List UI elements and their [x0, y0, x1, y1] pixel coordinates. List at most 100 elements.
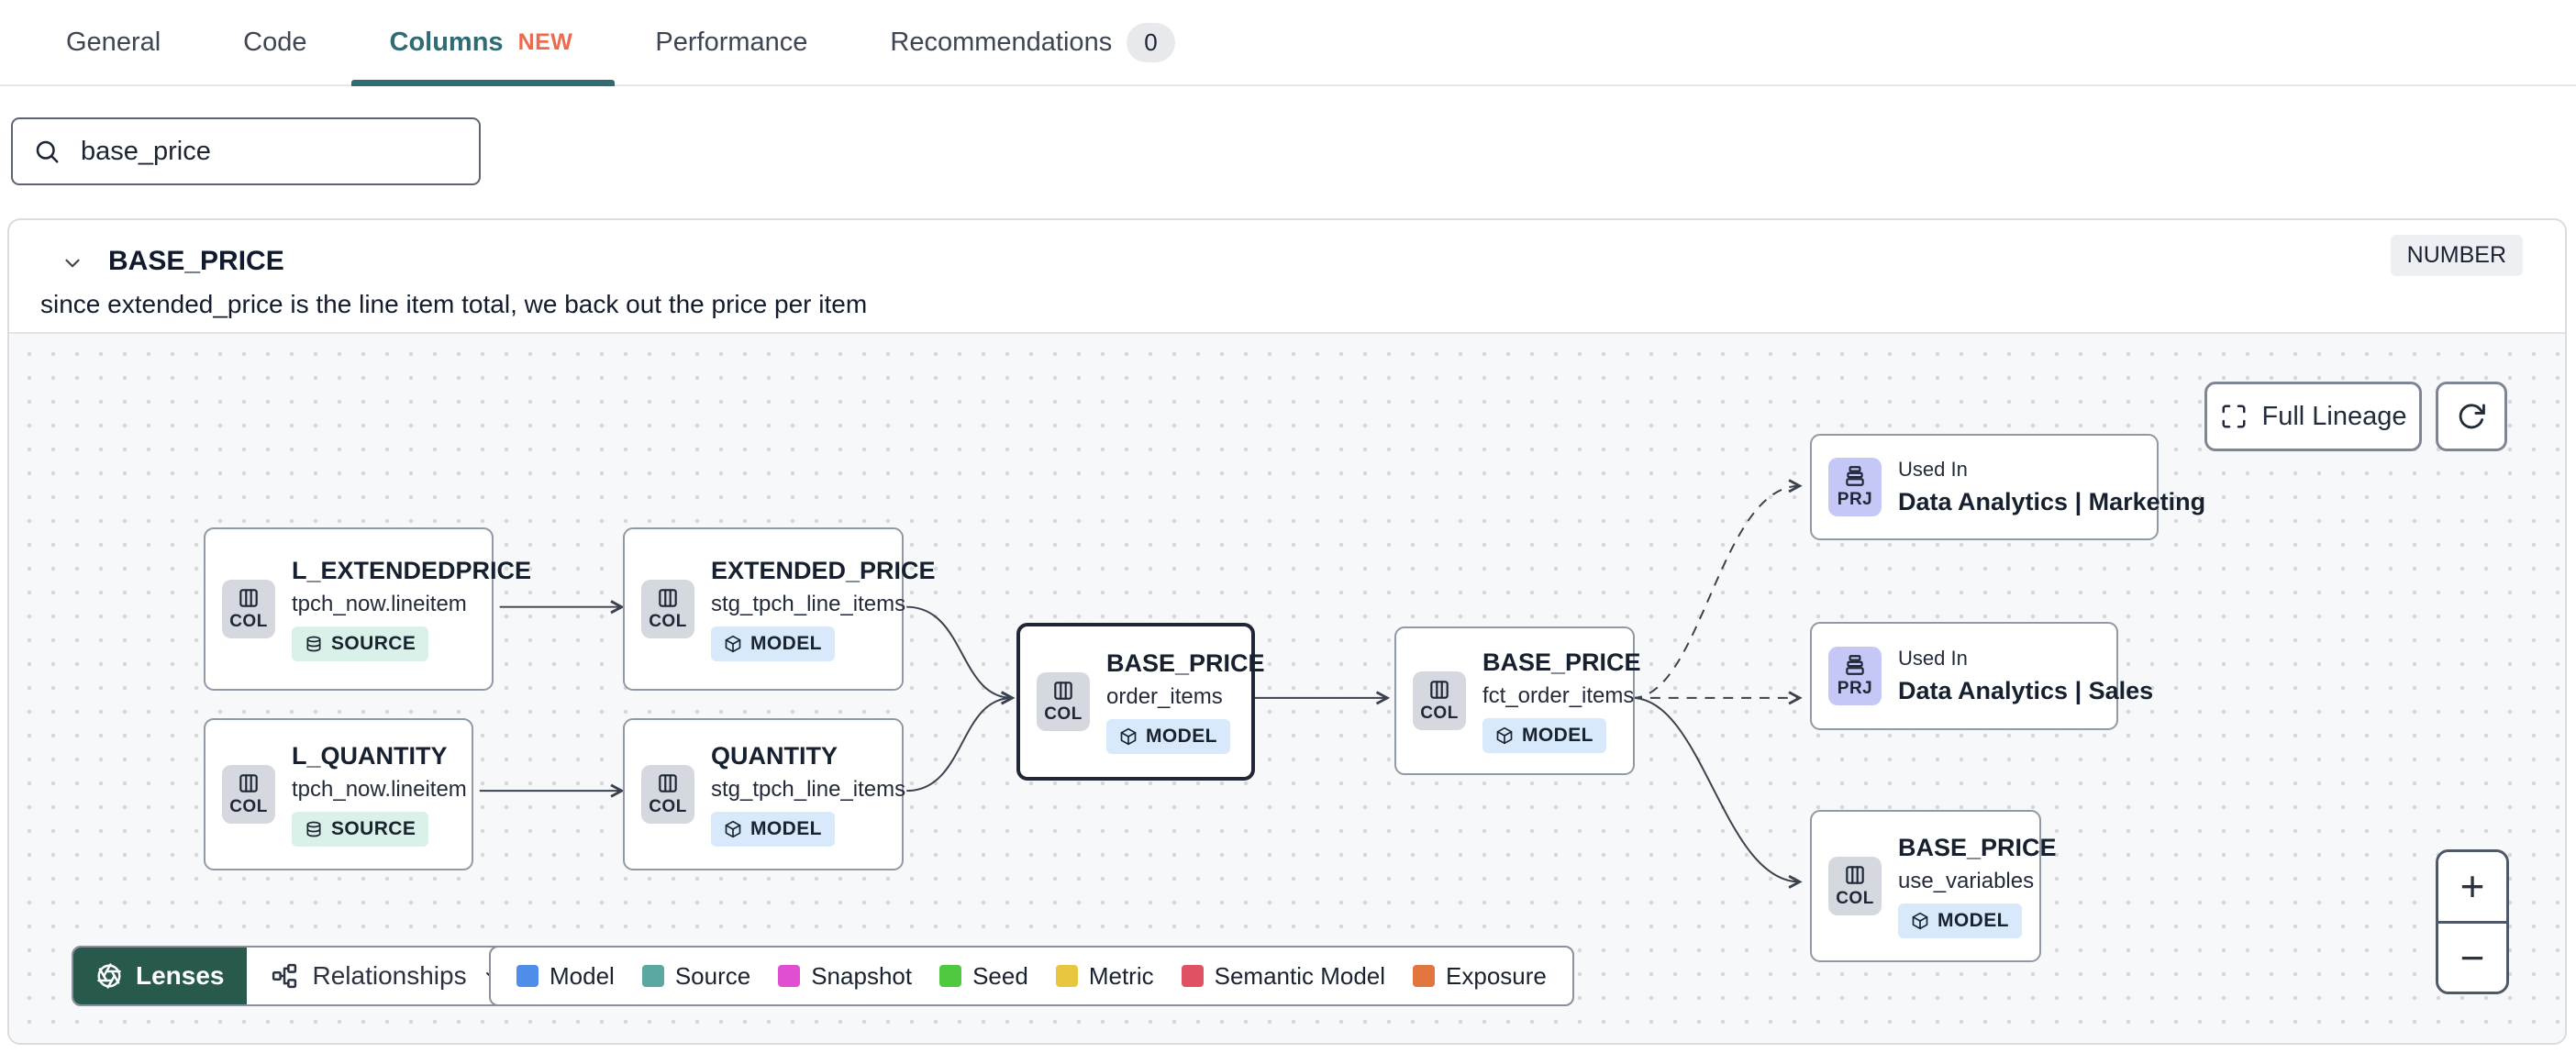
legend-label: Metric — [1088, 961, 1154, 990]
full-lineage-button[interactable]: Full Lineage — [2204, 382, 2422, 451]
node-subtitle: order_items — [1106, 684, 1223, 709]
column-chip: COL — [641, 765, 694, 824]
legend-label: Model — [550, 961, 615, 990]
legend-item-seed: Seed — [939, 962, 1028, 991]
legend-swatch — [1055, 965, 1078, 987]
count-badge: 0 — [1127, 22, 1175, 62]
node-subtitle: fct_order_items — [1482, 683, 1635, 708]
chevron-down-icon[interactable] — [61, 251, 84, 275]
legend-label: Source — [674, 961, 751, 990]
chip-label: PRJ — [1837, 490, 1873, 509]
lineage-node-used-in-marketing[interactable]: PRJ Used In Data Analytics | Marketing — [1810, 434, 2205, 540]
model-badge: MODEL — [1482, 718, 1606, 753]
source-badge: SOURCE — [292, 626, 429, 661]
badge-label: MODEL — [1938, 910, 2009, 931]
zoom-control: + − — [2436, 849, 2509, 994]
database-icon — [306, 636, 321, 652]
zoom-in-button[interactable]: + — [2438, 852, 2506, 921]
legend-swatch — [1413, 965, 1436, 987]
search-input[interactable] — [79, 135, 459, 168]
lineage-node-base-price-fct-order-items[interactable]: COL BASE_PRICE fct_order_items MODEL — [1394, 626, 1641, 775]
badge-label: MODEL — [750, 818, 822, 839]
tab-columns[interactable]: Columns NEW — [350, 0, 616, 86]
legend-item-semantic-model: Semantic Model — [1181, 962, 1385, 991]
relationships-label: Relationships — [312, 961, 467, 990]
columns-icon — [1054, 682, 1072, 700]
project-chip: PRJ — [1828, 647, 1882, 705]
chip-label: COL — [649, 612, 687, 631]
model-badge: MODEL — [711, 812, 835, 847]
lineage-node-base-price-use-variables[interactable]: COL BASE_PRICE use_variables MODEL — [1810, 810, 2057, 962]
tab-label: Performance — [655, 27, 808, 57]
column-search[interactable] — [11, 117, 481, 185]
legend-swatch — [516, 965, 539, 987]
column-panel: BASE_PRICE NUMBER since extended_price i… — [7, 218, 2567, 1045]
cube-icon — [1120, 727, 1137, 746]
node-title: L_EXTENDEDPRICE — [292, 557, 532, 584]
cube-icon — [1496, 726, 1513, 745]
columns-icon — [1846, 866, 1864, 884]
node-subtitle: use_variables — [1898, 869, 2035, 893]
edge — [1632, 696, 1803, 889]
project-stack-icon — [1846, 466, 1864, 486]
column-chip: COL — [1413, 671, 1466, 730]
used-in-label: Used In — [1898, 647, 1968, 670]
lineage-node-l-quantity[interactable]: COL L_QUANTITY tpch_now.lineitem SOURCE — [204, 718, 473, 870]
used-in-label: Used In — [1898, 458, 1968, 481]
chip-label: COL — [1044, 704, 1083, 724]
column-panel-header: BASE_PRICE NUMBER since extended_price i… — [9, 220, 2565, 332]
chip-label: PRJ — [1837, 679, 1873, 698]
tab-performance[interactable]: Performance — [655, 0, 807, 84]
lineage-node-extended-price[interactable]: COL EXTENDED_PRICE stg_tpch_line_items M… — [623, 527, 936, 691]
badge-label: SOURCE — [331, 633, 416, 654]
lineage-node-l-extendedprice[interactable]: COL L_EXTENDEDPRICE tpch_now.lineitem SO… — [204, 527, 531, 691]
node-subtitle: stg_tpch_line_items — [711, 777, 906, 802]
lineage-legend: Model Source Snapshot Seed Metric Semant… — [489, 946, 1574, 1006]
project-chip: PRJ — [1828, 458, 1882, 516]
column-description: since extended_price is the line item to… — [40, 290, 868, 318]
expand-icon — [2222, 405, 2245, 428]
relationships-dropdown[interactable]: Relationships — [247, 948, 527, 1004]
node-title: EXTENDED_PRICE — [711, 557, 936, 584]
refresh-button[interactable] — [2436, 382, 2507, 451]
chip-label: COL — [229, 797, 268, 816]
edge — [1632, 479, 1803, 699]
zoom-out-button[interactable]: − — [2438, 920, 2506, 992]
lineage-node-base-price-order-items[interactable]: COL BASE_PRICE order_items MODEL — [1016, 623, 1265, 781]
tab-label: Recommendations — [890, 27, 1113, 57]
source-badge: SOURCE — [292, 812, 429, 847]
columns-icon — [659, 774, 677, 793]
lenses-button[interactable]: Lenses — [73, 948, 247, 1004]
node-subtitle: tpch_now.lineitem — [292, 592, 467, 616]
lineage-node-quantity[interactable]: COL QUANTITY stg_tpch_line_items MODEL — [623, 718, 906, 870]
edge — [906, 605, 1016, 705]
node-title: QUANTITY — [711, 742, 838, 770]
chip-label: COL — [229, 612, 268, 631]
tab-general[interactable]: General — [66, 0, 161, 84]
columns-icon — [659, 589, 677, 607]
chip-label: COL — [1836, 889, 1874, 908]
model-badge: MODEL — [1106, 719, 1230, 754]
legend-item-metric: Metric — [1055, 961, 1154, 991]
new-badge: NEW — [517, 28, 573, 55]
legend-swatch — [939, 965, 962, 987]
legend-swatch — [778, 965, 801, 987]
column-name: BASE_PRICE — [108, 246, 284, 276]
aperture-icon — [97, 963, 121, 989]
cube-icon — [725, 635, 741, 653]
tab-label: Columns — [389, 27, 504, 57]
lenses-label: Lenses — [136, 961, 225, 990]
lineage-node-used-in-sales[interactable]: PRJ Used In Data Analytics | Sales — [1810, 622, 2153, 730]
tab-code[interactable]: Code — [243, 0, 306, 84]
column-type-badge: NUMBER — [2390, 235, 2523, 276]
badge-label: SOURCE — [331, 818, 416, 839]
columns-icon — [1430, 681, 1449, 699]
hierarchy-icon — [272, 963, 296, 989]
columns-icon — [239, 589, 258, 607]
badge-label: MODEL — [750, 633, 822, 654]
lenses-group: Lenses Relationships — [72, 946, 529, 1006]
tab-recommendations[interactable]: Recommendations 0 — [890, 0, 1175, 84]
chip-label: COL — [649, 797, 687, 816]
lineage-canvas[interactable]: COL L_EXTENDEDPRICE tpch_now.lineitem SO… — [9, 332, 2565, 1043]
